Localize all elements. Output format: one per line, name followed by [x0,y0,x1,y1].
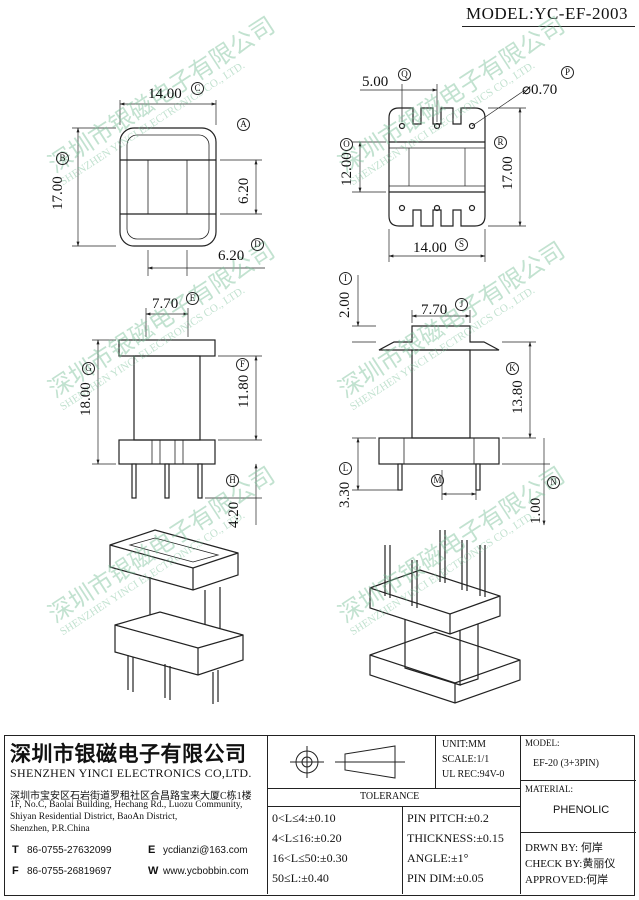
drawn-by: DRWN BY: 何岸 [525,842,603,854]
tolerance-range-2: 4<L≤16:±0.20 [272,831,342,845]
company-address-en-2: Shiyan Residential District, BaoAn Distr… [10,812,178,822]
dim-tag-e: E [186,292,199,305]
tolerance-title: TOLERANCE [360,791,420,802]
approved-by: APPROVED:何岸 [525,874,609,886]
model-header: MODEL:YC-EF-2003 [466,4,628,23]
dim-tag-i: I [339,272,352,285]
title-block: 深圳市银磁电子有限公司 SHENZHEN YINCI ELECTRONICS C… [4,735,636,896]
top-left-outline [119,127,217,247]
tolerance-range-4: 50≤L:±0.40 [272,871,329,885]
tel-value: 86-0755-27632099 [27,845,112,856]
model-label: MODEL: [525,738,560,748]
dim-tag-s: S [455,238,468,251]
dim-side-left-flange: 7.70 [152,296,179,312]
material-value: PHENOLIC [553,804,610,816]
model-value: EF-20 (3+3PIN) [533,758,599,769]
side-left-view [118,339,216,499]
dim-tag-r: R [494,136,507,149]
dim-side-right-top: 2.00 [337,291,353,318]
top-right-view [388,107,486,227]
web-value: www.ycbobbin.com [163,866,249,877]
tolerance-spec-1: PIN PITCH:±0.2 [407,811,489,825]
company-address-cn: 深圳市宝安区石岩街道罗租社区合昌路宝来大厦C栋1楼 [10,791,252,802]
technical-drawing [72,84,550,704]
top-right-dims [352,84,526,262]
fax-value: 86-0755-26819697 [27,866,112,877]
side-right-view [378,325,500,491]
dim-tag-j: J [455,298,468,311]
top-left-view [119,127,217,247]
company-name-cn: 深圳市银磁电子有限公司 [10,742,247,766]
dim-top-left-bottom: 6.20 [218,248,245,264]
company-name-en: SHENZHEN YINCI ELECTRONICS CO,LTD. [10,766,252,780]
material-label: MATERIAL: [525,784,573,794]
side-right-dims [352,275,550,526]
tel-label: T [12,844,19,856]
dim-tag-a: A [237,118,250,131]
header-underline [462,26,635,27]
dim-side-right-n: 1.00 [528,497,544,524]
side-left-dims [92,308,262,525]
unit-text: UNIT:MM [442,739,486,750]
dim-side-right-body: 13.80 [510,380,526,414]
dim-tag-q: Q [398,68,411,81]
ul-text: UL REC:94V-0 [442,769,505,780]
dim-tag-d: D [251,238,264,251]
dim-tag-g: G [82,362,95,375]
tolerance-spec-4: PIN DIM:±0.05 [407,871,484,885]
dim-tag-n: N [547,476,560,489]
dim-top-right-h-outer: 17.00 [500,156,516,190]
email-value: ycdianzi@163.com [163,845,248,856]
dim-side-right-pin: 3.30 [337,481,353,508]
dim-tag-f: F [236,358,249,371]
web-label: W [148,865,159,877]
tolerance-range-1: 0<L≤4:±0.10 [272,811,336,825]
dim-tag-m: M [431,474,444,487]
dim-top-right-width: 14.00 [413,240,447,256]
dim-top-left-width: 14.00 [148,86,182,102]
isometric-right-view [369,530,521,704]
dim-tag-h: H [226,474,239,487]
company-address-en-1: 1F, No.C, Baolai Building, Hechang Rd., … [10,800,243,810]
dim-side-left-pin: 4.20 [226,501,242,528]
dim-tag-l: L [339,462,352,475]
check-by: CHECK BY:黄丽仪 [525,858,616,870]
dim-side-left-total: 18.00 [78,382,94,416]
dim-tag-b: B [56,152,69,165]
tolerance-spec-3: ANGLE:±1° [407,851,469,865]
dim-top-right-h-inner: 12.00 [339,152,355,186]
top-left-dims [72,100,265,276]
dim-tag-c: C [191,82,204,95]
dim-top-right-pitch: 5.00 [362,74,389,90]
email-label: E [148,844,156,856]
scale-text: SCALE:1/1 [442,754,490,765]
dim-side-right-flange: 7.70 [421,302,448,318]
dim-tag-p: P [561,66,574,79]
dim-tag-o: O [340,138,353,151]
dim-top-left-height: 17.00 [50,176,66,210]
fax-label: F [12,865,19,877]
dim-top-right-dia: ⌀0.70 [522,82,558,98]
dim-tag-k: K [506,362,519,375]
dim-side-left-body: 11.80 [236,374,252,408]
top-right-outline [388,107,486,227]
company-address-en-3: Shenzhen, P.R.China [10,824,90,834]
dim-top-left-inner: 6.20 [236,177,252,204]
tolerance-spec-2: THICKNESS:±0.15 [407,831,504,845]
isometric-left-view [109,529,244,704]
projection-symbol-icon [290,745,405,779]
tolerance-range-3: 16<L≤50:±0.30 [272,851,348,865]
